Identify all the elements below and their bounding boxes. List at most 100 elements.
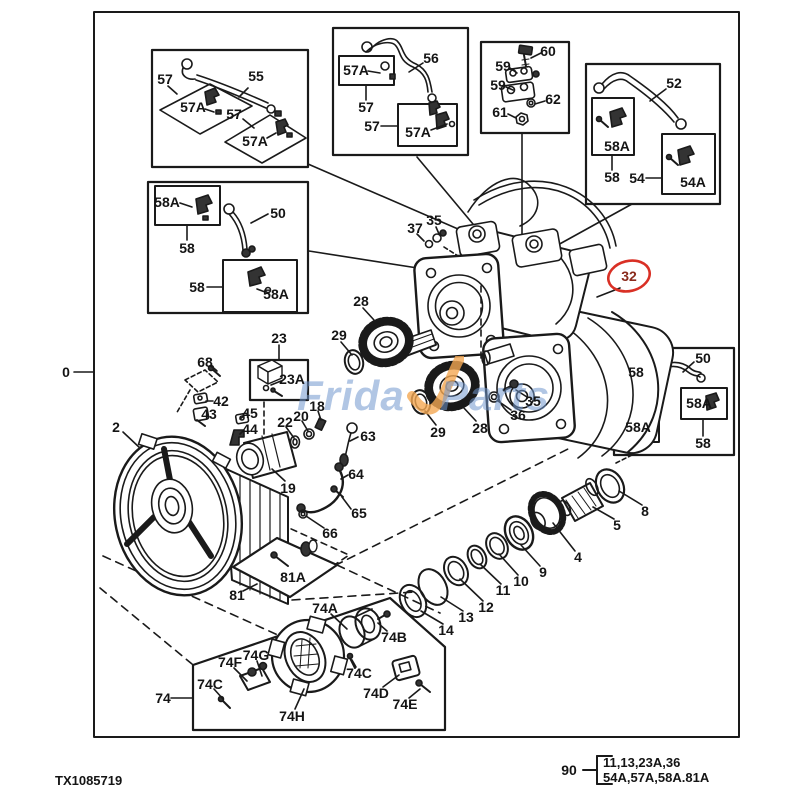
part-callout-19: 19	[280, 480, 296, 496]
part-callout-62: 62	[545, 91, 561, 107]
part-callout-74: 74	[155, 690, 171, 706]
part-callout-54: 54	[629, 170, 645, 186]
inset-box-52	[584, 62, 722, 206]
part-callout-58a: 58A	[263, 286, 289, 302]
part-callout-18: 18	[309, 398, 325, 414]
part-callout-74d: 74D	[363, 685, 389, 701]
part-callout-65: 65	[351, 505, 367, 521]
part-callout-50: 50	[270, 205, 286, 221]
part-callout-57a: 57A	[405, 124, 431, 140]
inset-box-56	[331, 26, 470, 157]
part-callout-58: 58	[179, 240, 195, 256]
part-callout-23: 23	[271, 330, 287, 346]
part-callout-74c: 74C	[346, 665, 372, 681]
part-callout-54a: 54A	[680, 174, 706, 190]
part-callout-12: 12	[478, 599, 494, 615]
part-callout-57a: 57A	[242, 133, 268, 149]
part-callout-58: 58	[695, 435, 711, 451]
part-callout-58a: 58A	[604, 138, 630, 154]
highlight-ellipse-32	[607, 259, 651, 293]
part-callout-43: 43	[201, 406, 217, 422]
part-callout-35: 35	[525, 393, 541, 409]
inset-diamond-81	[231, 536, 339, 599]
part-callout-58: 58	[604, 169, 620, 185]
part-callout-11: 11	[495, 582, 511, 598]
part-callout-57: 57	[364, 118, 380, 134]
part-callout-42: 42	[213, 393, 229, 409]
part-callout-64: 64	[348, 466, 364, 482]
footnote-ref: 90	[561, 762, 577, 778]
drawing-code: TX1085719	[55, 773, 123, 788]
part-callout-57: 57	[157, 71, 173, 87]
part-callout-28: 28	[353, 293, 369, 309]
part-callout-59: 59	[490, 77, 506, 93]
part-callout-81a: 81A	[280, 569, 306, 585]
part-callout-35: 35	[426, 212, 442, 228]
part-callout-36: 36	[510, 407, 526, 423]
part-callout-81: 81	[229, 587, 245, 603]
part-callout-22: 22	[277, 414, 293, 430]
part-callout-50: 50	[695, 350, 711, 366]
part-callout-58: 58	[628, 364, 644, 380]
inset-box-23	[248, 344, 310, 402]
part-callout-32: 32	[621, 268, 637, 284]
footnote-line-2: 54A,57A,58A.81A	[603, 770, 710, 785]
part-callout-23a: 23A	[279, 371, 305, 387]
part-callout-74f: 74F	[217, 654, 243, 670]
part-callout-45: 45	[242, 405, 258, 421]
part-callout-37: 37	[407, 220, 423, 236]
part-callout-58: 58	[189, 279, 205, 295]
inset-box-59	[479, 40, 571, 135]
shaft-parts-drawing	[398, 468, 643, 625]
part-callout-2: 2	[112, 419, 120, 435]
inset-box-55	[150, 48, 310, 169]
part-callout-61: 61	[492, 104, 508, 120]
part-callout-55: 55	[248, 68, 264, 84]
part-callout-58a: 58A	[686, 395, 712, 411]
part-callout-56: 56	[423, 50, 439, 66]
footnote-lines: 11,13,23A,36 54A,57A,58A.81A	[603, 755, 709, 785]
part-callout-74c: 74C	[197, 676, 223, 692]
footnote-bracket	[582, 755, 613, 785]
part-callout-63: 63	[360, 428, 376, 444]
part-callout-60: 60	[540, 43, 556, 59]
footnote-line-1: 11,13,23A,36	[603, 755, 681, 770]
part-callout-13: 13	[458, 609, 474, 625]
part-callout-5: 5	[613, 517, 621, 533]
part-callout-29: 29	[331, 327, 347, 343]
part-callout-9: 9	[539, 564, 547, 580]
part-callout-66: 66	[322, 525, 338, 541]
part-callout-57a: 57A	[180, 99, 206, 115]
part-callout-74g: 74G	[242, 647, 270, 663]
pump-assembly-drawing	[396, 177, 675, 459]
part-callout-74b: 74B	[381, 629, 407, 645]
part-callout-57a: 57A	[343, 62, 369, 78]
part-callout-8: 8	[641, 503, 649, 519]
part-callout-74a: 74A	[312, 600, 338, 616]
part-callout-20: 20	[293, 408, 309, 424]
figure-border	[93, 11, 740, 738]
part-callout-57: 57	[358, 99, 374, 115]
pilot-pump-19	[235, 431, 297, 479]
part-callout-59: 59	[495, 58, 511, 74]
part-callout-10: 10	[513, 573, 529, 589]
hub-74a	[338, 607, 382, 649]
inset-panel-74	[170, 596, 447, 732]
part-callout-52: 52	[666, 75, 682, 91]
part-callout-29: 29	[430, 424, 446, 440]
part-callout-44: 44	[242, 421, 258, 437]
small-fittings-group	[192, 364, 359, 529]
part-callout-57: 57	[226, 106, 242, 122]
part-callout-68: 68	[197, 354, 213, 370]
part-callout-14: 14	[438, 622, 454, 638]
part-callout-4: 4	[574, 549, 582, 565]
part-callout-58a: 58A	[154, 194, 180, 210]
part-callout-74h: 74H	[279, 708, 305, 724]
coupling-74h	[267, 615, 349, 697]
part-callout-58a: 58A	[625, 419, 651, 435]
part-callout-0: 0	[62, 364, 70, 380]
part-callout-74e: 74E	[392, 696, 418, 712]
part-callout-28: 28	[472, 420, 488, 436]
